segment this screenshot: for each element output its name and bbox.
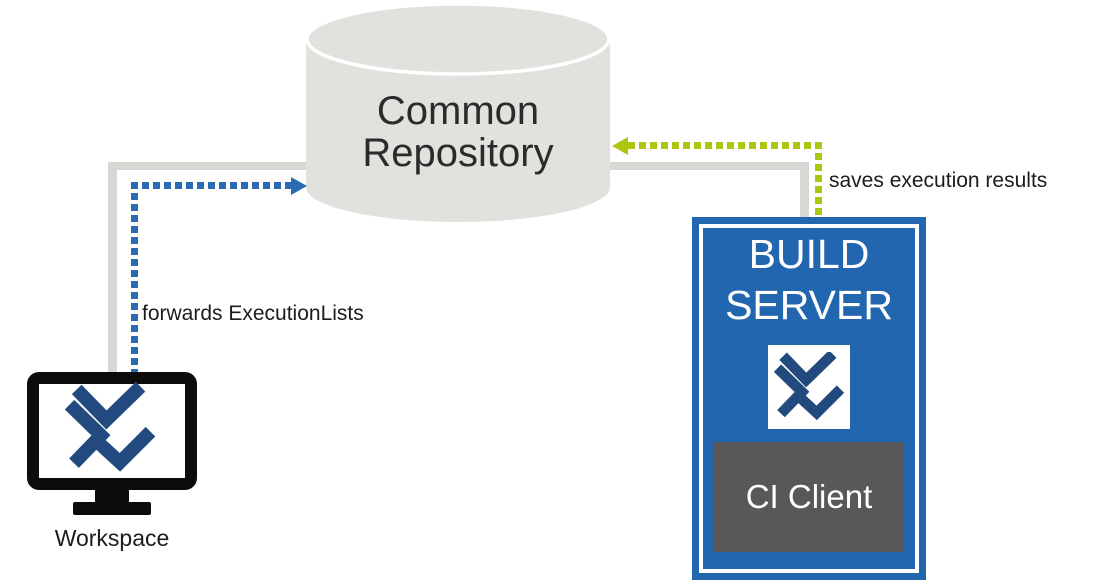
- repository-buildserver-connector: [800, 162, 809, 217]
- saves-arrow-line: [628, 142, 822, 149]
- repository-cylinder: [306, 2, 610, 222]
- build-server-box: BUILD SERVER CI Client: [692, 217, 926, 580]
- forwards-arrow-line: [131, 182, 291, 189]
- repository-label-line2: Repository: [362, 131, 554, 175]
- forwards-arrow-line: [131, 182, 138, 373]
- build-server-title-line2: SERVER: [725, 282, 893, 328]
- build-server-logo-tile: [768, 345, 850, 429]
- workspace-repository-connector: [108, 162, 308, 170]
- tosca-x-logo-icon: [774, 352, 844, 422]
- build-server-title-line1: BUILD: [748, 231, 870, 277]
- repository-label: Common Repository: [306, 90, 610, 174]
- build-server-title: BUILD SERVER: [692, 229, 926, 331]
- ci-client-box: CI Client: [714, 442, 904, 552]
- saves-arrow-line: [815, 142, 822, 217]
- repository-buildserver-connector: [610, 162, 809, 170]
- monitor-icon: [27, 372, 197, 515]
- saves-arrow-label: saves execution results: [829, 169, 1048, 192]
- saves-arrowhead-icon: [612, 137, 628, 155]
- forwards-arrowhead-icon: [291, 177, 307, 195]
- forwards-arrow-label: forwards ExecutionLists: [142, 302, 364, 325]
- repository-label-line1: Common: [376, 89, 540, 133]
- workspace-repository-connector: [108, 162, 117, 374]
- workspace-label: Workspace: [54, 525, 170, 551]
- ci-client-label: CI Client: [745, 478, 873, 515]
